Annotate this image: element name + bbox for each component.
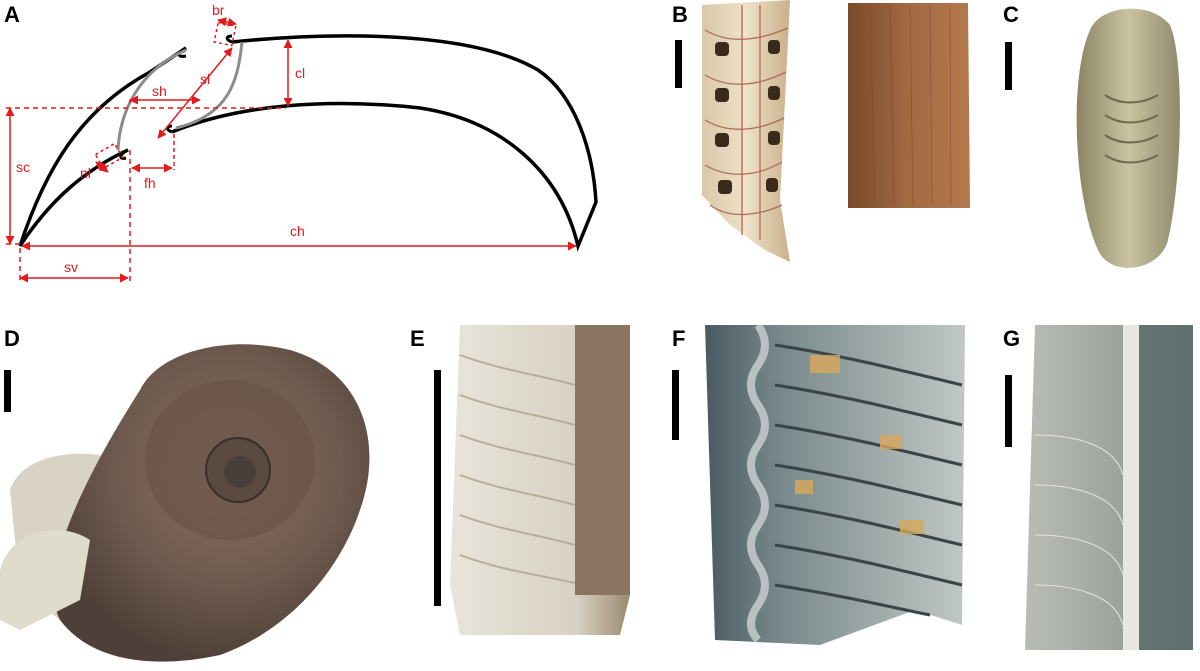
scale-bar-b bbox=[675, 40, 682, 88]
panel-label-b: B bbox=[672, 2, 688, 27]
scale-bar-f bbox=[672, 370, 679, 440]
label-cl: cl bbox=[295, 65, 305, 81]
label-nl: nl bbox=[80, 165, 91, 181]
label-sv: sv bbox=[64, 259, 78, 275]
label-sh: sh bbox=[152, 83, 167, 99]
panel-label-c: C bbox=[1003, 2, 1019, 27]
scale-bar-g bbox=[1005, 375, 1012, 447]
panel-label-f: F bbox=[672, 326, 686, 351]
scale-bar-d bbox=[4, 370, 11, 412]
shell-outline bbox=[171, 34, 598, 252]
fossil-photo-c bbox=[1076, 8, 1180, 268]
panel-label-a: A bbox=[4, 2, 20, 27]
fossil-photo-g bbox=[1025, 325, 1193, 650]
shell-measurement-diagram: br cl sl sh sc nl fh ch sv bbox=[5, 2, 598, 283]
fossil-photo-b bbox=[702, 0, 970, 262]
shell-ventral-outline bbox=[18, 46, 187, 247]
label-sc: sc bbox=[16, 159, 30, 175]
scale-bar-c bbox=[1005, 42, 1012, 90]
fragment-ribbed bbox=[848, 3, 970, 208]
label-ch: ch bbox=[290, 223, 305, 239]
panel-label-g: G bbox=[1003, 326, 1021, 351]
shell-inner-outline bbox=[18, 148, 129, 247]
fossil-photo-f bbox=[705, 325, 965, 645]
scale-bar-e bbox=[434, 370, 441, 606]
fossil-photo-e bbox=[450, 325, 630, 635]
panel-label-d: D bbox=[4, 326, 20, 351]
panel-label-e: E bbox=[410, 326, 425, 351]
label-sl: sl bbox=[200, 71, 210, 87]
fossil-photo-d bbox=[0, 344, 370, 662]
fragment-sutures bbox=[702, 0, 790, 262]
label-br: br bbox=[212, 2, 225, 18]
label-fh: fh bbox=[144, 175, 156, 191]
